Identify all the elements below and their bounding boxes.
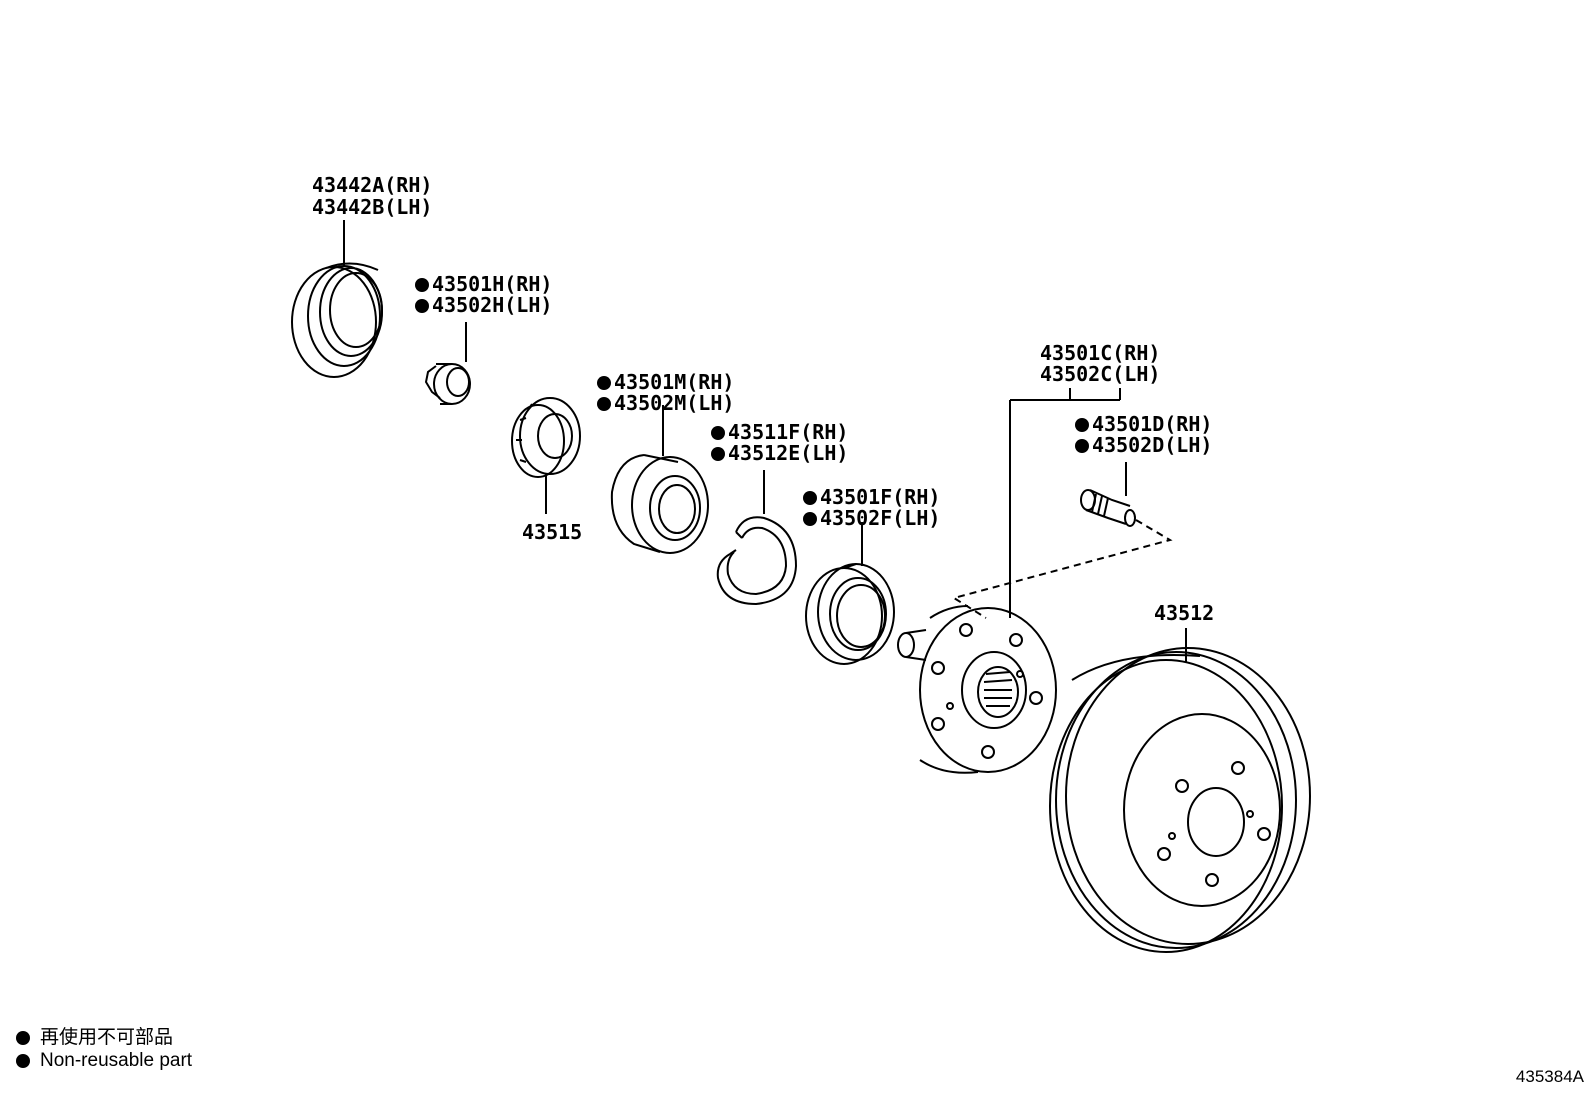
legend-english: Non-reusable part [16,1050,192,1072]
legend-english-text: Non-reusable part [40,1050,193,1071]
snap-ring-part [716,516,798,606]
non-reusable-marker [415,299,429,313]
oil-seal-lh-label: 43502F(LH) [820,506,940,530]
bearing-part [610,454,709,554]
snap-ring-rh-label: 43511F(RH) [728,420,848,444]
bullet-icon [16,1053,30,1068]
plug-part [424,363,471,405]
hub-cover-lh-label: 43442B(LH) [312,195,432,219]
non-reusable-marker [803,512,817,526]
brake-disc-part [1049,647,1311,953]
oil-seal-rh-label: 43501F(RH) [820,485,940,509]
diagram-code: 435384A [1515,1067,1584,1086]
non-reusable-marker [597,376,611,390]
bolt-position-dashed-line [951,519,1173,619]
non-reusable-marker [711,426,725,440]
non-reusable-marker [415,278,429,292]
non-reusable-marker [711,447,725,461]
hub-bolt-rh-label: 43501D(RH) [1092,412,1212,436]
hub-cover-part [291,262,383,378]
nut-part [511,397,581,478]
non-reusable-marker [803,491,817,505]
legend-japanese-text: 再使用不可部品 [40,1027,174,1048]
hub-cover-rh-label: 43442A(RH) [312,173,432,197]
snap-ring-lh-label: 43512E(LH) [728,441,848,465]
bearing-rh-label: 43501M(RH) [614,370,734,394]
non-reusable-marker [1075,439,1089,453]
non-reusable-marker [1075,418,1089,432]
bullet-icon [16,1030,30,1045]
bearing-lh-label: 43502M(LH) [614,391,734,415]
hub-part [897,605,1057,774]
hub-bolt-lh-label: 43502D(LH) [1092,433,1212,457]
non-reusable-marker [597,397,611,411]
hub-lh-label: 43502C(LH) [1040,362,1160,386]
disc-label: 43512 [1154,601,1214,625]
hub-rh-label: 43501C(RH) [1040,341,1160,365]
nut-label: 43515 [522,520,582,544]
oil-seal-part [805,563,895,665]
plug-rh-label: 43501H(RH) [432,272,552,296]
hub-bolt-part [1080,489,1136,527]
legend-japanese: 再使用不可部品 [16,1022,173,1049]
plug-lh-label: 43502H(LH) [432,293,552,317]
